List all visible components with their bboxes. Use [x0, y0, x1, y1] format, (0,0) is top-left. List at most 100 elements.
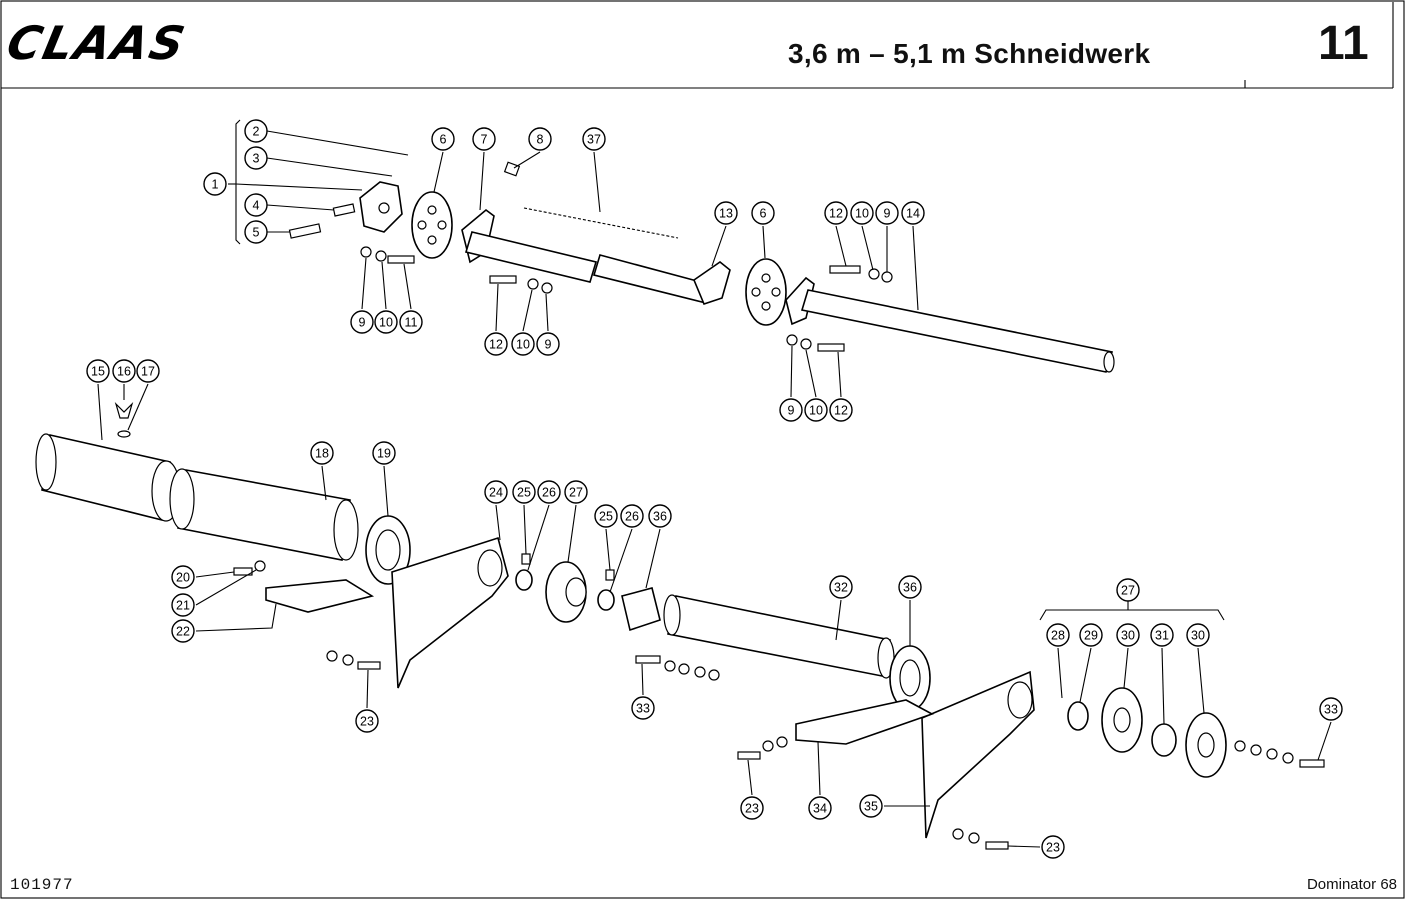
- callout-circle: [901, 201, 925, 225]
- callout-circle: [537, 480, 561, 504]
- callout-circle: [244, 119, 268, 143]
- callout-label: 5: [253, 226, 260, 240]
- callout-circle: [648, 504, 672, 528]
- callout-circle: [875, 201, 899, 225]
- callout-label: 8: [537, 133, 544, 147]
- callout-label: 23: [745, 802, 759, 816]
- callout-10: 10: [804, 398, 828, 422]
- callout-4: 4: [244, 193, 268, 217]
- callout-circle: [829, 575, 853, 599]
- callout-27: 27: [564, 480, 588, 504]
- callout-3: 3: [244, 146, 268, 170]
- callout-label: 34: [813, 802, 827, 816]
- callout-22: 22: [171, 619, 195, 643]
- model-name: Dominator 68: [1306, 876, 1397, 893]
- callout-8: 8: [528, 127, 552, 151]
- callout-36: 36: [648, 504, 672, 528]
- callout-label: 1: [212, 178, 219, 192]
- callout-label: 36: [653, 510, 667, 524]
- callout-29: 29: [1079, 623, 1103, 647]
- callout-circle: [804, 398, 828, 422]
- callout-label: 36: [903, 581, 917, 595]
- callout-label: 27: [569, 486, 583, 500]
- callout-label: 13: [719, 207, 733, 221]
- callout-circle: [594, 504, 618, 528]
- callout-circle: [1116, 578, 1140, 602]
- callout-circle: [244, 193, 268, 217]
- callout-23: 23: [740, 796, 764, 820]
- tube-32: [667, 595, 891, 677]
- callout-23: 23: [355, 709, 379, 733]
- callout-label: 12: [829, 207, 843, 221]
- callout-label: 4: [253, 199, 260, 213]
- callout-circle: [714, 201, 738, 225]
- callout-label: 17: [141, 365, 155, 379]
- callout-circle: [171, 565, 195, 589]
- callout-label: 15: [91, 365, 105, 379]
- callout-circle: [829, 398, 853, 422]
- callout-6: 6: [751, 201, 775, 225]
- callout-12: 12: [484, 332, 508, 356]
- callout-label: 10: [855, 207, 869, 221]
- callout-10: 10: [850, 201, 874, 225]
- callout-26: 26: [537, 480, 561, 504]
- callout-circle: [582, 127, 606, 151]
- callout-circle: [850, 201, 874, 225]
- long-shaft: [800, 289, 1114, 373]
- callout-label: 35: [864, 800, 878, 814]
- callout-28: 28: [1046, 623, 1070, 647]
- callout-circle: [374, 310, 398, 334]
- callout-label: 28: [1051, 629, 1065, 643]
- callout-circle: [244, 220, 268, 244]
- callout-circle: [472, 127, 496, 151]
- callout-label: 30: [1121, 629, 1135, 643]
- callout-37: 37: [582, 127, 606, 151]
- upper-shaft-assembly: [288, 161, 1115, 373]
- callout-33: 33: [1319, 697, 1343, 721]
- callout-label: 37: [587, 133, 601, 147]
- callout-9: 9: [779, 398, 803, 422]
- callout-circle: [431, 127, 455, 151]
- callout-24: 24: [484, 480, 508, 504]
- callout-10: 10: [511, 332, 535, 356]
- callout-label: 18: [315, 447, 329, 461]
- callout-9: 9: [875, 201, 899, 225]
- callout-31: 31: [1150, 623, 1174, 647]
- callout-circle: [484, 332, 508, 356]
- callout-label: 6: [760, 207, 767, 221]
- callout-18: 18: [310, 441, 334, 465]
- callout-label: 7: [481, 133, 488, 147]
- callout-label: 33: [636, 702, 650, 716]
- callout-label: 26: [542, 486, 556, 500]
- callout-label: 33: [1324, 703, 1338, 717]
- callout-label: 3: [253, 152, 260, 166]
- callout-label: 16: [117, 365, 131, 379]
- callout-circle: [1046, 623, 1070, 647]
- callout-label: 12: [489, 338, 503, 352]
- callout-26: 26: [620, 504, 644, 528]
- callout-circle: [372, 441, 396, 465]
- callout-circle: [824, 201, 848, 225]
- callout-13: 13: [714, 201, 738, 225]
- callout-36: 36: [898, 575, 922, 599]
- callout-label: 19: [377, 447, 391, 461]
- callout-2: 2: [244, 119, 268, 143]
- callout-label: 23: [1046, 841, 1060, 855]
- callout-circle: [136, 359, 160, 383]
- callout-label: 22: [176, 625, 190, 639]
- callout-label: 31: [1155, 629, 1169, 643]
- callout-32: 32: [829, 575, 853, 599]
- callout-30: 30: [1186, 623, 1210, 647]
- callout-20: 20: [171, 565, 195, 589]
- callout-27: 27: [1116, 578, 1140, 602]
- callout-25: 25: [512, 480, 536, 504]
- callout-circle: [399, 310, 423, 334]
- leader-lines: [97, 119, 1332, 848]
- callout-circle: [779, 398, 803, 422]
- callout-label: 9: [545, 338, 552, 352]
- callout-21: 21: [171, 593, 195, 617]
- callout-circle: [1186, 623, 1210, 647]
